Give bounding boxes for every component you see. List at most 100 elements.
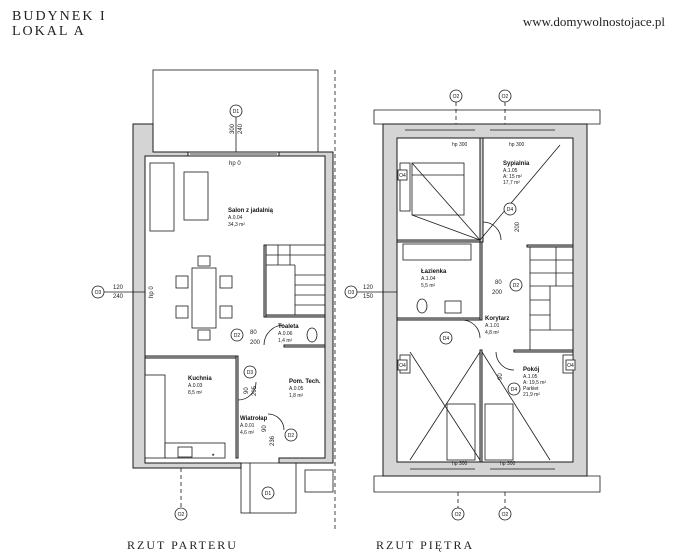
partition-bath-bottom [396, 317, 483, 321]
room-sypialnia-code: A.1.05 [503, 168, 518, 174]
door-swing-bedroom [482, 221, 502, 241]
door-swing-bath [461, 319, 481, 339]
room-kuchnia-name: Kuchnia [188, 376, 212, 382]
dim-90-upper: 90 [498, 373, 504, 380]
dim-120-left: 120 [113, 285, 124, 291]
room-salon-code: A.0.04 [228, 215, 243, 221]
upper-roof-top [373, 109, 601, 125]
bed-bottom-right [484, 403, 514, 461]
room-wiatrolap-code: A.0.01 [240, 423, 255, 429]
dim-300: 300 [230, 123, 236, 134]
tag-o3-left-label: O3 [95, 290, 102, 296]
hp-label-a: hp 300 [452, 142, 468, 148]
tag-d2-upper-label: D2 [513, 283, 520, 289]
tag-d2-tech [284, 428, 298, 442]
dim-200-vertical: 200 [515, 221, 521, 232]
tag-o4-right [565, 359, 576, 371]
dim-80-upper: 80 [495, 280, 502, 286]
dim-150-upper: 150 [363, 294, 374, 300]
tag-d4-bottom [507, 382, 521, 396]
range-mark: * [212, 454, 215, 460]
partition-middle [479, 349, 483, 463]
dim-205: 205 [252, 385, 258, 396]
dim-80: 80 [250, 330, 257, 336]
entry-steps [240, 462, 297, 514]
ground-outer-wall-right [278, 151, 334, 464]
building-name: BUDYNEK I [12, 9, 107, 24]
room-salon-name: Salon z jadalnią [228, 208, 274, 214]
room-lazienka-code: A.1.04 [421, 276, 436, 282]
upper-outer-wall [382, 123, 588, 477]
bed-bottom-left [446, 403, 476, 461]
partition-bath-top [396, 239, 483, 243]
tag-o3-upper-label: O3 [348, 290, 355, 296]
partition-kitchen [144, 355, 238, 359]
door-swing-vestibule [237, 381, 257, 401]
dim-90a: 90 [244, 387, 250, 394]
upper-stairs [529, 246, 574, 351]
tag-o4-mid [397, 169, 408, 181]
toilet-bowl [306, 327, 318, 343]
kitchen-counter-left [144, 374, 166, 459]
tag-o2-ground-label: O2 [178, 512, 185, 518]
room-toaleta-name: Toaleta [278, 324, 299, 330]
tag-o4-left [397, 359, 408, 371]
website-link[interactable]: www.domywolnostojace.pl [522, 14, 665, 29]
ground-stairs [265, 244, 326, 316]
room-pokoj-code: A.1.05 [523, 374, 538, 380]
tag-o4-mid-label: O4 [399, 173, 406, 179]
tag-d2-tech-label: D2 [288, 433, 295, 439]
wardrobe-top [399, 162, 411, 212]
tag-d4-top [503, 202, 517, 216]
tag-d1-bottom [261, 486, 275, 500]
unit-name: LOKAL A [12, 24, 86, 39]
hp0-left: hp 0 [149, 286, 155, 298]
tag-d3 [243, 365, 257, 379]
tag-d1-top-label: D1 [233, 109, 240, 115]
washbasin [444, 300, 462, 314]
tag-d4-left-label: D4 [443, 336, 450, 342]
upper-roof-bottom [373, 475, 601, 493]
tag-d2-wc [230, 328, 244, 342]
hp-label-c: hp 300 [452, 461, 468, 467]
dim-200-upper: 200 [492, 290, 503, 296]
dim-200: 200 [250, 340, 261, 346]
sofa [149, 162, 175, 232]
tag-d3-label: D3 [247, 370, 254, 376]
coffee-table [183, 171, 209, 221]
tag-d1-bottom-label: D1 [265, 491, 272, 497]
partition-hall [235, 355, 239, 459]
hp-label-d: hp 300 [500, 461, 516, 467]
dining-chairs [175, 255, 233, 341]
room-sypialnia-name: Sypialnia [503, 161, 530, 167]
bed-top [411, 162, 465, 216]
room-lazienka-area: 5,5 m² [421, 283, 436, 289]
room-korytarz-area: 4,8 m² [485, 330, 500, 336]
tag-d2-wc-label: D2 [234, 333, 241, 339]
door-swing-pokoj [495, 351, 515, 371]
dining-table [191, 267, 217, 329]
room-toaleta-code: A.0.06 [278, 331, 293, 337]
tag-o2-ground [174, 507, 188, 521]
room-pokoj-area1: A: 19,5 m² [523, 380, 546, 386]
hp0-top: hp 0 [229, 161, 241, 167]
bed-top-diag1 [411, 214, 481, 241]
room-tech-name: Pom. Tech. [289, 379, 321, 385]
bathtub [402, 243, 472, 261]
room-tech-area: 1,8 m² [289, 393, 304, 399]
tag-d4-left [439, 331, 453, 345]
kitchen-counter-bottom [164, 442, 226, 459]
ground-floor-plan: * Salon z jadalnią A.0.04 34,3 m² Kuchni… [91, 69, 334, 521]
room-korytarz-code: A.1.01 [485, 323, 500, 329]
partition-bath-right [479, 241, 483, 321]
room-pokoj-area2: Parkiet [523, 386, 539, 392]
room-korytarz-name: Korytarz [485, 316, 509, 322]
tag-o4-right-label: O4 [567, 363, 574, 369]
partition-tech [283, 344, 326, 348]
dim-90b: 90 [262, 425, 268, 432]
upper-toilet [416, 298, 428, 314]
room-toaleta-area: 1,4 m² [278, 338, 293, 344]
tag-o2-top-right-label: O2 [502, 94, 509, 100]
ground-outer-wall [132, 123, 242, 469]
